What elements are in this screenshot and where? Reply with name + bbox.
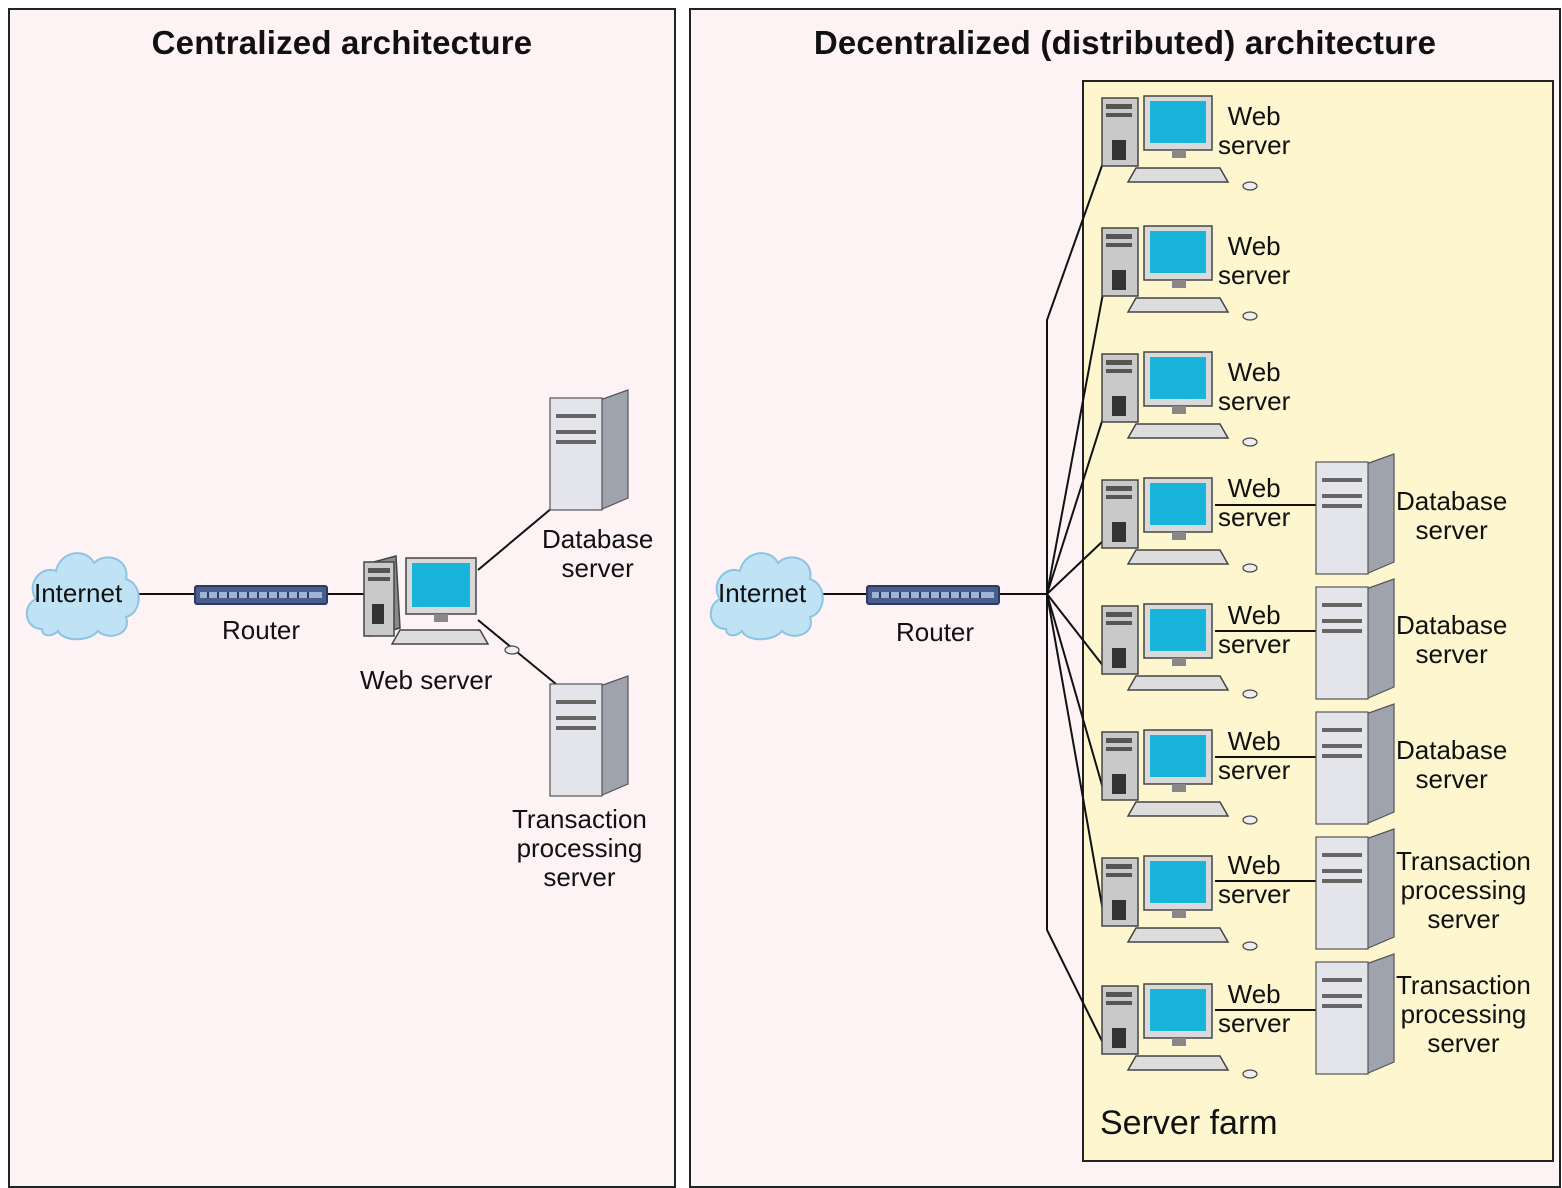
farm-transaction-server-tower-icon [1315,953,1395,1075]
web-server-computer-icon [363,555,520,655]
internet-label: Internet [34,578,123,608]
web-server-label: Web server [360,665,493,695]
farm-web-server-computer-icon [1101,225,1258,321]
farm-web-server-computer-icon [1101,983,1258,1079]
farm-web-server-computer-icon [1101,95,1258,191]
decentralized-title: Decentralized (distributed) architecture [813,24,1437,61]
router-icon [866,585,1000,605]
internet-cloud-icon [26,552,140,641]
farm-database-server-tower-icon [1315,703,1395,825]
router-label: Router [896,617,975,647]
router-label: Router [222,615,301,645]
farm-transaction-server-tower-icon [1315,828,1395,950]
router-icon [194,585,328,605]
farm-database-server-tower-icon [1315,453,1395,575]
farm-web-server-computer-icon [1101,855,1258,951]
farm-web-server-computer-icon [1101,351,1258,447]
farm-web-server-computer-icon [1101,729,1258,825]
farm-database-server-tower-icon [1315,578,1395,700]
centralized-title: Centralized architecture [151,24,533,61]
transaction-server-tower-icon [549,675,629,797]
farm-web-server-computer-icon [1101,477,1258,573]
server-farm-label: Server farm [1100,1104,1278,1142]
internet-label: Internet [718,578,807,608]
farm-web-server-computer-icon [1101,603,1258,699]
database-server-tower-icon [549,389,629,511]
internet-cloud-icon [710,552,824,641]
